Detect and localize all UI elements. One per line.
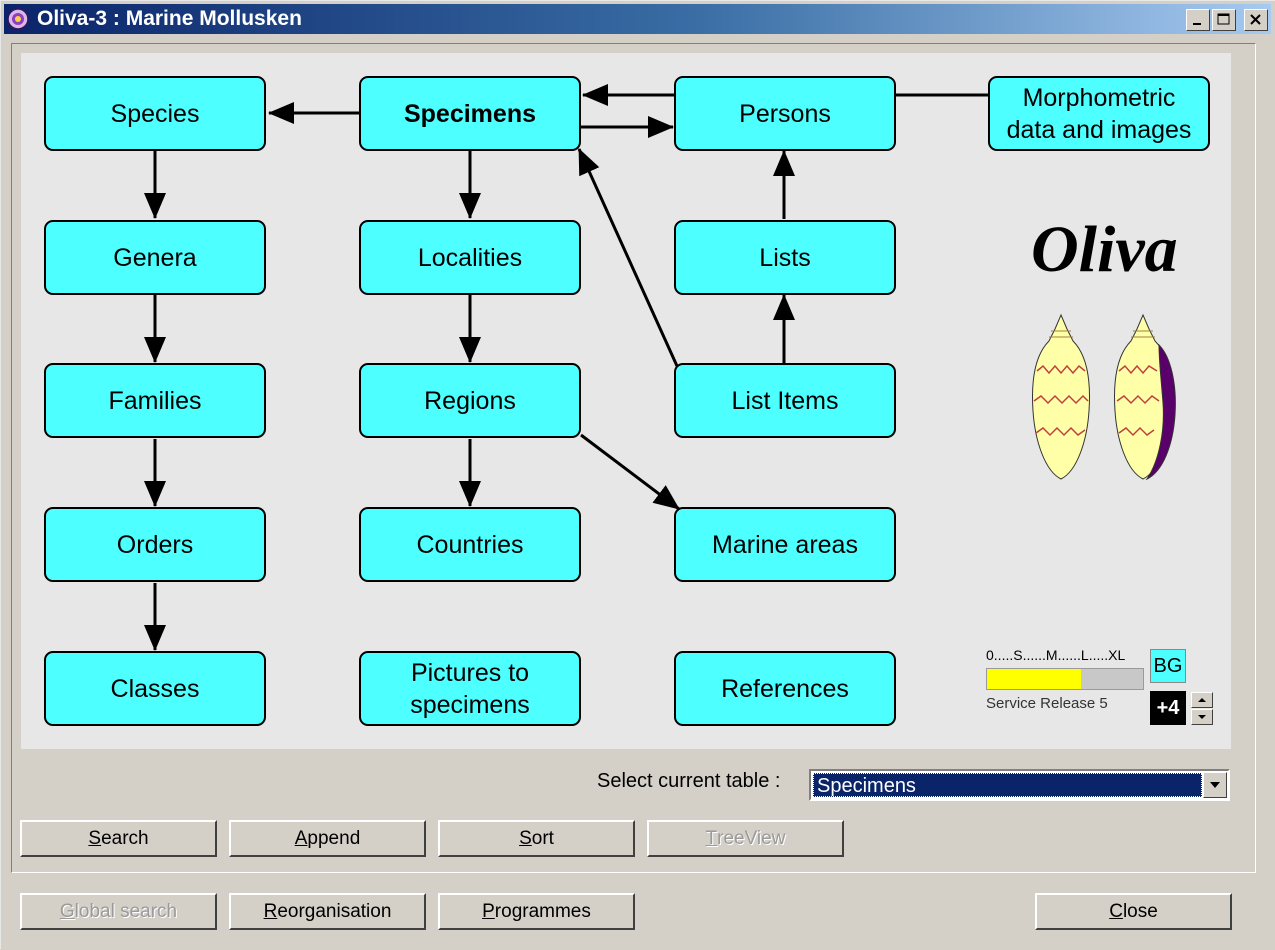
sort-label: ort [531,827,554,849]
node-countries[interactable]: Countries [359,507,581,582]
node-morphometric[interactable]: Morphometric data and images [988,76,1210,151]
arrow-down-icon [1198,715,1206,719]
treeview-accel: T [705,827,718,849]
node-list-items[interactable]: List Items [674,363,896,438]
node-genera[interactable]: Genera [44,220,266,295]
spin-up-button[interactable] [1191,692,1213,708]
node-localities[interactable]: Localities [359,220,581,295]
edge-regions-marine-areas [580,433,680,511]
size-scale-label: 0.....S......M......L.....XL [986,647,1126,663]
node-orders[interactable]: Orders [44,507,266,582]
node-pictures[interactable]: Pictures to specimens [359,651,581,726]
size-slider[interactable] [986,668,1144,690]
chevron-down-icon [1210,782,1220,788]
node-specimens[interactable]: Specimens [359,76,581,151]
reorganisation-label: eorganisation [277,900,392,922]
node-label: Morphometric data and images [1006,83,1192,144]
table-select-value: Specimens [813,773,1202,797]
append-accel: A [294,827,308,849]
sort-accel: S [519,827,532,849]
window-title: Oliva-3 : Marine Mollusken [37,7,302,30]
node-label: Classes [110,674,200,703]
node-label: Species [110,99,200,128]
minimize-button[interactable] [1186,9,1210,31]
node-label: Countries [416,530,524,559]
node-label: Specimens [403,99,536,128]
maximize-button[interactable] [1212,9,1236,31]
node-families[interactable]: Families [44,363,266,438]
node-references[interactable]: References [674,651,896,726]
oliva-shells-icon [1032,313,1176,481]
offset-value: +4 [1150,691,1186,725]
programmes-accel: P [482,900,495,922]
node-label: References [721,674,849,703]
maximize-icon [1217,13,1230,25]
size-level-fill [987,669,1081,689]
logo-title: Oliva [1031,213,1178,286]
reorganisation-accel: R [263,900,278,922]
close-label: lose [1122,900,1158,922]
main-panel [11,43,1256,873]
arrow-up-icon [1198,698,1206,702]
node-persons[interactable]: Persons [674,76,896,151]
close-icon [1250,14,1261,25]
node-label: Persons [739,99,831,128]
node-label: Pictures to specimens [410,658,530,719]
node-classes[interactable]: Classes [44,651,266,726]
edge-list-items-specimens [577,148,679,367]
node-marine-areas[interactable]: Marine areas [674,507,896,582]
table-select[interactable]: Specimens [809,769,1230,801]
close-accel: C [1109,900,1123,922]
search-accel: S [88,827,102,849]
close-window-button[interactable] [1244,9,1268,31]
node-label: Lists [759,243,811,272]
bg-button[interactable]: BG [1150,649,1186,683]
global-search-label: lobal search [74,900,178,922]
title-bar[interactable]: Oliva-3 : Marine Mollusken [4,4,1271,34]
node-label: Families [108,386,202,415]
node-label: Marine areas [712,530,858,559]
node-regions[interactable]: Regions [359,363,581,438]
node-lists[interactable]: Lists [674,220,896,295]
node-label: Orders [116,530,194,559]
search-label: earch [101,827,149,849]
node-label: Genera [113,243,197,272]
minimize-icon [1193,23,1201,25]
node-label: Regions [424,386,516,415]
dropdown-button[interactable] [1203,772,1227,798]
node-label: Localities [417,243,523,272]
release-label: Service Release 5 [986,695,1108,712]
node-species[interactable]: Species [44,76,266,151]
treeview-label: reeView [717,827,786,849]
append-label: ppend [307,827,361,849]
global-search-accel: G [59,900,75,922]
programmes-label: rogrammes [494,900,591,922]
spin-down-button[interactable] [1191,709,1213,725]
node-label: List Items [731,386,839,415]
select-table-label: Select current table : [597,770,781,792]
app-shell-icon[interactable] [7,8,29,30]
